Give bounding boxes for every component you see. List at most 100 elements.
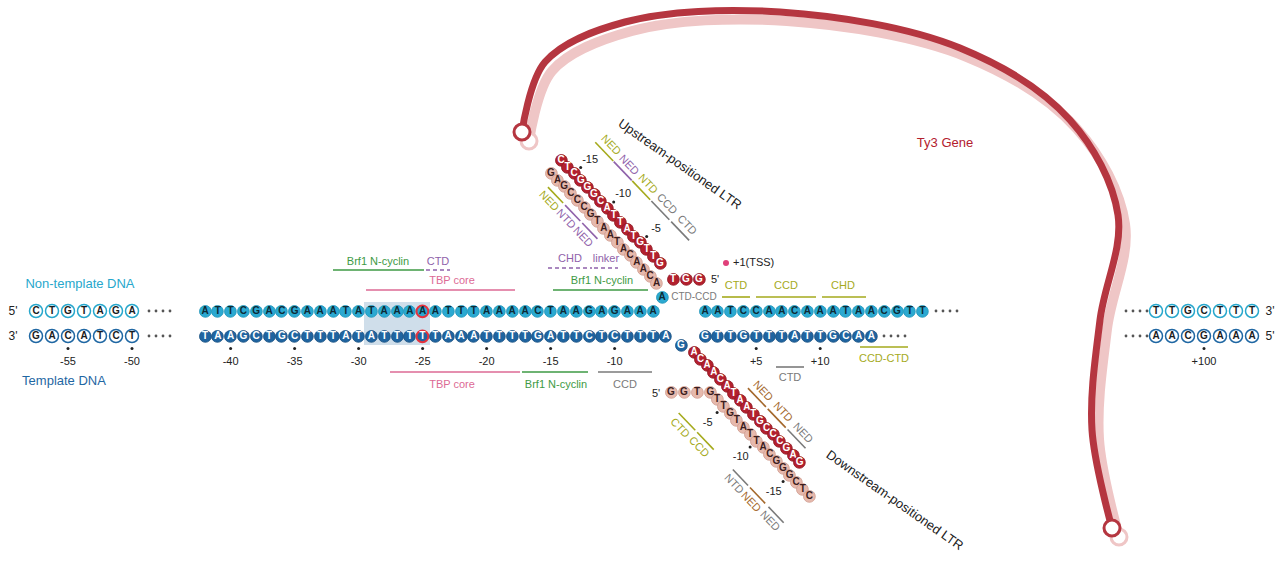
circle-shape [302, 305, 314, 317]
base-letter: T [595, 330, 608, 343]
base-letter: T [211, 305, 224, 318]
circle-shape [1150, 330, 1163, 343]
circle-shape [110, 305, 123, 318]
base-letter: A [455, 330, 468, 343]
circle-shape [481, 330, 493, 342]
circle-shape [750, 305, 762, 317]
base-letter: A [378, 305, 391, 318]
text-label: Brf1 N-cyclin [571, 275, 633, 286]
base-letter: T [839, 305, 852, 318]
nucleotide-circle: T [263, 330, 276, 343]
circle-shape [199, 330, 211, 342]
nucleotide-circle: C [531, 305, 544, 318]
base-letter: T [199, 330, 212, 343]
nucleotide-circle: T [391, 330, 404, 343]
position-label: -20 [479, 356, 495, 367]
circle-shape [545, 305, 557, 317]
circle-shape [340, 330, 352, 342]
nucleotide-circle: G [654, 257, 667, 270]
nucleotide-circle: C [288, 330, 301, 343]
circle-shape [391, 305, 403, 317]
nucleotide-circle: G [583, 305, 596, 318]
ellipsis-dot [1139, 335, 1142, 338]
domain-span-line [522, 371, 588, 373]
circle-shape [827, 305, 839, 317]
circle-shape [725, 330, 737, 342]
domain-label: NED [739, 489, 763, 513]
circle-shape [126, 330, 139, 343]
base-letter: T [916, 305, 929, 318]
nucleotide-circle: T [327, 330, 340, 343]
nucleotide-circle: A [1245, 329, 1259, 343]
base-letter: C [788, 305, 801, 318]
nucleotide-circle: A [211, 330, 224, 343]
ellipsis-dot [904, 335, 907, 338]
nucleotide-circle: T [224, 305, 237, 318]
circle-shape [570, 330, 582, 342]
nucleotide-circle: C [737, 305, 750, 318]
text-label: 5' [1266, 330, 1275, 342]
nucleotide-circle: A [1229, 329, 1243, 343]
base-letter: G [275, 330, 288, 343]
circle-shape [680, 273, 692, 285]
nucleotide-circle: A [1213, 329, 1227, 343]
circle-shape [609, 305, 621, 317]
base-letter: T [416, 330, 429, 343]
nucleotide-circle: T [801, 330, 814, 343]
base-letter: A [711, 305, 724, 318]
nucleotide-circle: A [403, 305, 416, 318]
domain-label: CCD [687, 435, 711, 460]
text-label: 5' [9, 305, 18, 317]
circle-shape [570, 305, 582, 317]
base-letter: C [803, 490, 816, 503]
base-letter: A [365, 330, 378, 343]
nucleotide-circle: T [125, 329, 139, 343]
nucleotide-circle: T [724, 330, 737, 343]
base-letter: C [275, 305, 288, 318]
base-letter: T [493, 330, 506, 343]
circle-shape [46, 330, 59, 343]
text-label: CTD [427, 256, 450, 267]
base-letter: G [1197, 329, 1211, 343]
base-letter: A [570, 305, 583, 318]
domain-label: NED [599, 133, 623, 157]
nucleotide-circle: T [365, 305, 378, 318]
nucleotide-circle: T [455, 305, 468, 318]
base-letter: T [1213, 304, 1227, 318]
circle-shape [545, 330, 557, 342]
base-letter: A [506, 305, 519, 318]
nucleotide-circle: T [1229, 304, 1243, 318]
base-letter: T [570, 330, 583, 343]
text-label: Downstream-positioned LTR [824, 448, 966, 553]
nucleotide-circle: G [531, 330, 544, 343]
base-letter: T [467, 305, 480, 318]
circle-shape [827, 330, 839, 342]
base-letter: A [544, 330, 557, 343]
base-letter: A [224, 330, 237, 343]
circle-shape [609, 330, 621, 342]
base-letter: G [29, 329, 43, 343]
nucleotide-circle: T [1165, 304, 1179, 318]
base-letter: C [237, 305, 250, 318]
tick-dot [293, 347, 296, 350]
circle-shape [1230, 330, 1243, 343]
nucleotide-circle: G [61, 304, 75, 318]
circle-shape [647, 330, 659, 342]
nucleotide-circle: G [608, 305, 621, 318]
ellipsis-dot [169, 310, 172, 313]
circle-shape [276, 305, 288, 317]
tick-dot [755, 347, 758, 350]
base-letter: A [659, 330, 672, 343]
ellipsis-dot [1139, 310, 1142, 313]
nucleotide-circle: G [29, 329, 43, 343]
nucleotide-circle: A [634, 305, 647, 318]
circle-shape [366, 305, 378, 317]
base-letter: T [45, 304, 59, 318]
base-letter: T [403, 330, 416, 343]
circle-shape [853, 330, 865, 342]
position-label: -25 [415, 356, 431, 367]
circle-shape [750, 330, 762, 342]
base-letter: A [416, 305, 429, 318]
circle-shape [1150, 305, 1163, 318]
